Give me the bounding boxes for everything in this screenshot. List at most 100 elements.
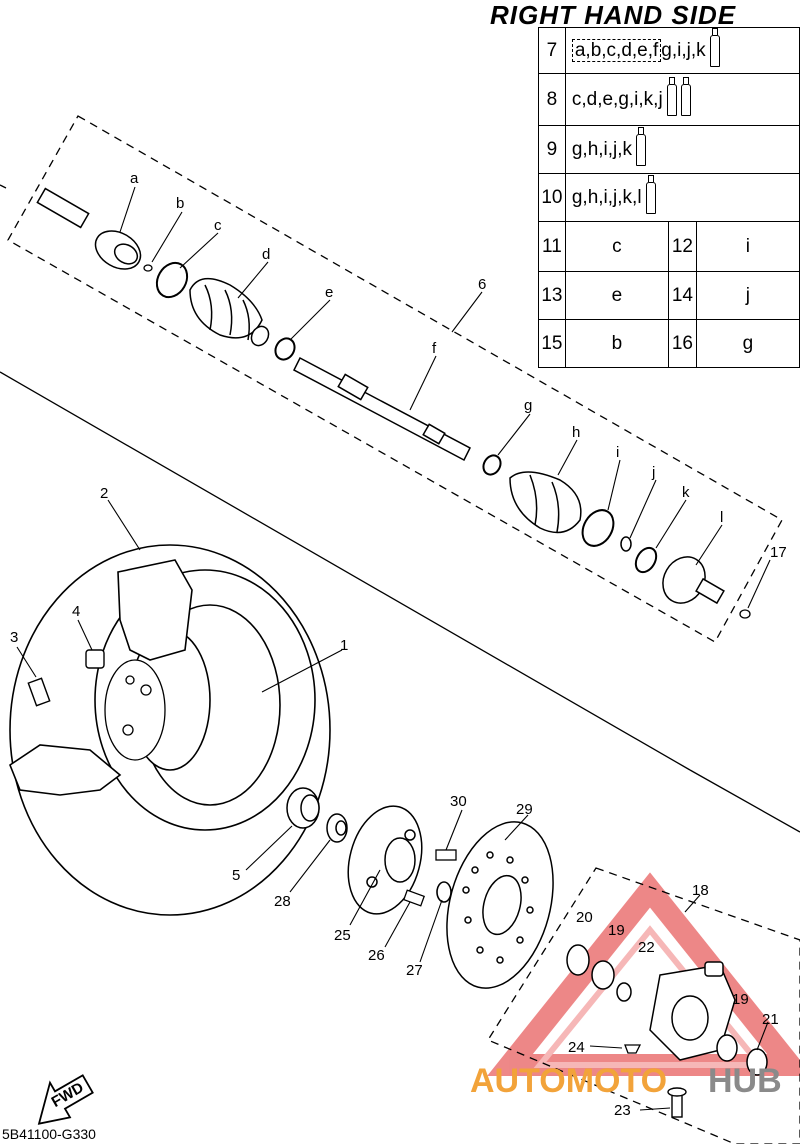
callout-label: 27 [406,962,423,979]
callout-label: 28 [274,893,291,910]
callout-label: 25 [334,927,351,944]
callout-label: a [130,170,139,187]
ball-joint [667,1087,687,1118]
brake-disc [446,821,554,989]
callout-label: k [682,484,690,501]
diagram-code: 5B41100-G330 [2,1126,96,1142]
bearing-19 [591,960,615,990]
callout-label: h [572,424,580,441]
callout-label: 26 [368,947,385,964]
row-part: g [695,319,800,368]
row-contents: g,h,i,j,k,l [564,173,800,222]
callout-label: 24 [568,1039,585,1056]
o-ring [436,881,452,903]
row-parts: g,h,i,j,k,l [571,186,642,208]
callout-label: 21 [762,1011,779,1028]
callout-label: 6 [478,276,486,293]
leader-lines [16,186,771,1111]
row-number: 7 [538,27,566,74]
front-hub [347,805,423,915]
row-parts: c,d,e,g,i,k,j [571,88,663,110]
row-part: c [564,221,669,272]
watermark-logo-icon [487,872,800,1076]
callout-label: 20 [576,909,593,926]
wheel-hub [104,659,166,761]
page-title: RIGHT HAND SIDE [490,0,737,30]
row-number: 12 [667,221,697,272]
grease-tube-icon [636,126,647,166]
callout-label: 3 [10,629,18,646]
row-parts: g,i,j,k [661,39,706,61]
circlip-22 [616,982,632,1002]
boot-band-c [155,261,189,299]
row-parts: g,h,i,j,k [571,138,633,160]
circlip-j [620,536,632,552]
callout-label: b [176,195,184,212]
boxed-parts: a,b,c,d,e,f [571,38,662,62]
callout-label: 18 [692,882,709,899]
callout-label: 19 [608,922,625,939]
row-contents: c,d,e,g,i,k,j [564,73,800,126]
boot-band-g [482,454,502,476]
cv-joint-inner [662,556,725,605]
grease-tube-icon [666,76,677,116]
row-number: 13 [538,271,566,320]
callout-label: 23 [614,1102,631,1119]
boot-h [509,471,582,534]
oil-seal [286,787,320,829]
bolt-30 [435,849,457,861]
row-part: e [564,271,669,320]
row-part: b [564,319,669,368]
valve-stem [27,677,51,707]
callout-label: l [720,509,723,526]
callout-label: 1 [340,637,348,654]
watermark-brand-suffix: HUB [708,1062,782,1100]
table-row: 8 c,d,e,g,i,k,j [538,73,800,126]
callout-label: 5 [232,867,240,884]
circlip-b [143,264,153,272]
bearing-20 [566,944,590,976]
driveshaft-group-boundary [7,115,783,643]
boot-band-e [274,337,296,361]
boot-band-i [581,509,615,547]
collar [326,813,348,843]
callout-label: e [325,284,333,301]
callout-label: 19 [732,991,749,1008]
row-number: 16 [667,319,697,368]
callout-labels: a b c d e f g h i j k l 1 2 3 4 5 6 17 1… [10,170,787,1119]
callout-label: j [651,464,655,481]
assembly-lines [0,184,800,833]
watermark-text: AUTOMOTO HUB [470,1062,782,1100]
callout-label: 29 [516,801,533,818]
grease-tube-icon [680,76,691,116]
table-row: 11 c 12 i [538,221,800,272]
row-part: i [695,221,800,272]
callout-label: 17 [770,544,787,561]
wheel-nut [85,649,105,669]
bearing-19 [716,1034,738,1062]
circlip-k [634,546,658,574]
table-row: 15 b 16 g [538,319,800,368]
callout-label: d [262,246,270,263]
circlip-24 [624,1044,642,1054]
callout-label: 2 [100,485,108,502]
drive-shaft-f [293,356,471,462]
watermark-brand: AUTOMOTO [470,1062,667,1100]
wheel-and-tire [9,544,331,916]
table-row: 10 g,h,i,j,k,l [538,173,800,222]
callout-label: g [524,397,532,414]
callout-label: f [432,340,437,357]
forward-arrow-icon: FWD [37,1074,94,1125]
knuckle-group-boundary [487,867,800,1144]
cv-joint-outer [36,187,142,270]
circlip-17 [739,609,751,619]
bolt-26 [402,889,426,907]
boot-d [189,277,270,347]
steering-knuckle [649,961,736,1061]
grease-tube-icon [709,27,720,67]
